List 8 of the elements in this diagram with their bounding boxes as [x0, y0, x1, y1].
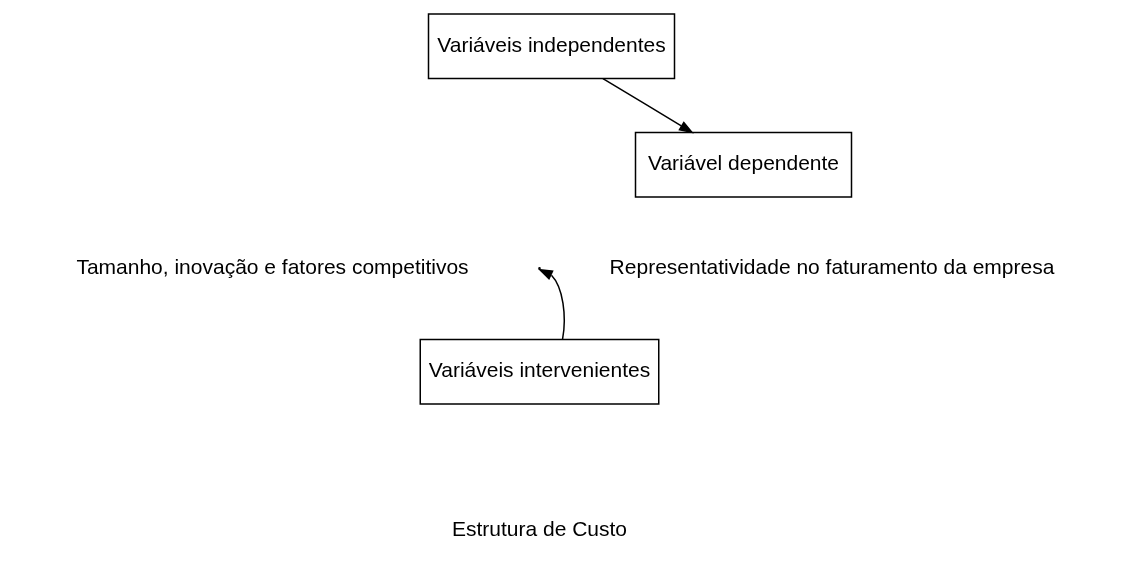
label: Tamanho, inovação e fatores competitivos — [75, 254, 469, 278]
arrow — [537, 268, 565, 340]
label: Representatividade no faturamento da empresa — [609, 254, 1054, 278]
label: Estrutura de Custo — [451, 517, 627, 541]
arrow — [601, 77, 694, 134]
node-box: Variáveis independentes — [427, 13, 675, 80]
node-box: Variáveis intervenientes — [419, 338, 659, 405]
node-box: Variável dependente — [634, 131, 852, 198]
